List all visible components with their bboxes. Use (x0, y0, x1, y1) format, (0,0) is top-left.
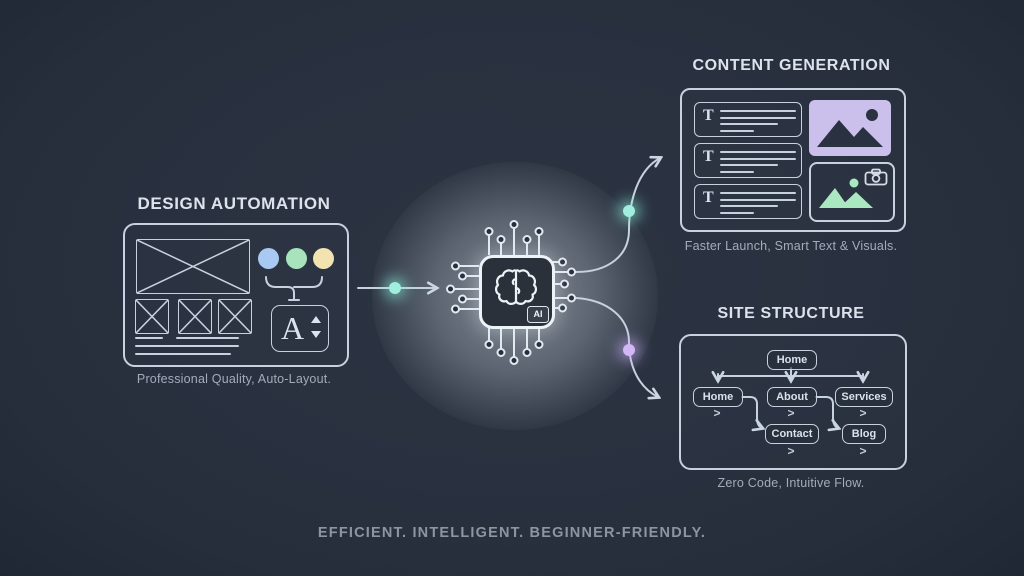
text-block: T (694, 143, 802, 178)
camera-icon (864, 168, 888, 186)
design-wireframe-card: A (123, 223, 349, 367)
sitemap-node-home-root: Home (767, 350, 817, 370)
color-swatch-cream (313, 248, 334, 269)
font-size-icon: A (271, 305, 329, 352)
sitemap-node-contact: Contact (765, 424, 819, 444)
chevron-right-icon: > (713, 406, 721, 420)
sitemap-node-home: Home (693, 387, 743, 407)
thumb-placeholder-icon (218, 299, 252, 334)
sitemap-card (679, 334, 907, 470)
flow-dot-purple (623, 344, 635, 356)
structure-panel-title: SITE STRUCTURE (717, 305, 865, 322)
sitemap-node-blog: Blog (842, 424, 886, 444)
text-letter: T (703, 107, 714, 124)
design-panel-title: DESIGN AUTOMATION (137, 194, 331, 213)
image-placeholder-outline-icon (809, 162, 895, 222)
brain-icon (495, 269, 537, 305)
text-line (135, 345, 239, 347)
thumb-placeholder-icon (178, 299, 212, 334)
text-line (135, 353, 231, 355)
text-letter: T (703, 189, 714, 206)
content-panel-caption: Faster Launch, Smart Text & Visuals. (684, 239, 898, 253)
color-swatch-blue (258, 248, 279, 269)
color-swatch-green (286, 248, 307, 269)
chevron-right-icon: > (859, 406, 867, 420)
text-letter: T (703, 148, 714, 165)
content-panel-title: CONTENT GENERATION (692, 57, 891, 74)
content-card: T T T (680, 88, 906, 232)
ai-badge: AI (527, 306, 549, 323)
text-line (176, 337, 239, 339)
text-block: T (694, 184, 802, 219)
sitemap-connectors (718, 367, 863, 428)
sitemap-node-about: About (767, 387, 817, 407)
hero-image-placeholder-icon (136, 239, 250, 294)
flow-dot-teal (623, 205, 635, 217)
stepper-up-icon (311, 316, 321, 323)
image-placeholder-filled-icon (809, 100, 891, 156)
text-block: T (694, 102, 802, 137)
flow-dot-teal (389, 282, 401, 294)
chevron-right-icon: > (787, 406, 795, 420)
tagline: EFFICIENT. INTELLIGENT. BEGINNER-FRIENDL… (317, 525, 707, 541)
thumb-placeholder-icon (135, 299, 169, 334)
stepper-down-icon (311, 331, 321, 338)
chevron-right-icon: > (787, 444, 795, 458)
group-bracket-icon (265, 276, 323, 301)
ai-chip-icon: AI (479, 255, 555, 329)
design-panel-caption: Professional Quality, Auto-Layout. (136, 372, 332, 386)
structure-panel-caption: Zero Code, Intuitive Flow. (717, 476, 865, 490)
font-letter: A (281, 310, 305, 346)
text-line (135, 337, 163, 339)
chevron-right-icon: > (859, 444, 867, 458)
sitemap-node-services: Services (835, 387, 893, 407)
